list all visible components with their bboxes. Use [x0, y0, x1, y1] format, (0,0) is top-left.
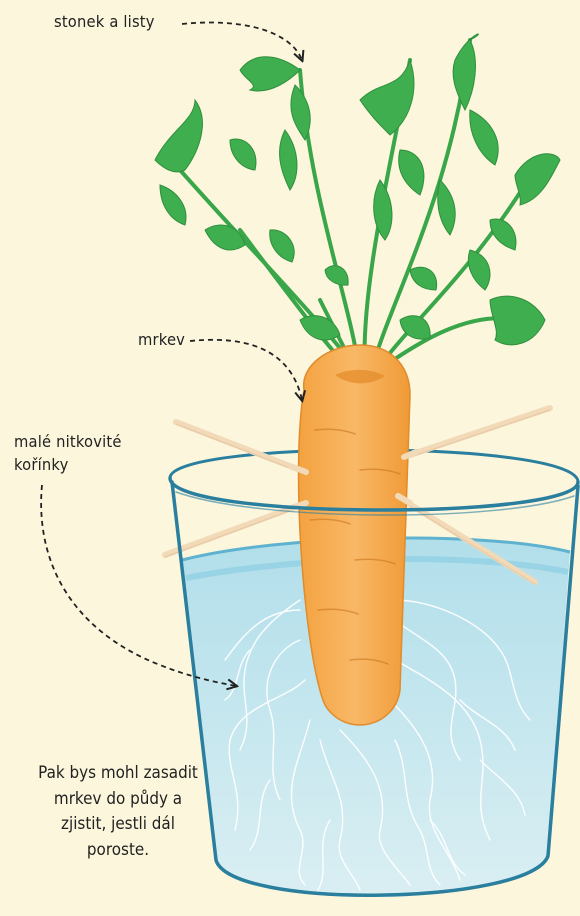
- note-line3: zjistit, jestli dál: [17, 811, 219, 837]
- carrot: [299, 345, 410, 725]
- note-line1: Pak bys mohl zasadit: [17, 760, 219, 786]
- label-roots-line1: malé nitkovité: [14, 430, 122, 453]
- arrow-to-carrot: [190, 340, 302, 400]
- label-stem-and-leaves: stonek a listy: [54, 10, 155, 33]
- label-roots: malé nitkovité kořínky: [14, 430, 122, 476]
- label-roots-line2: kořínky: [14, 453, 122, 476]
- label-carrot: mrkev: [138, 328, 185, 351]
- caption-note: Pak bys mohl zasadit mrkev do půdy a zji…: [17, 760, 219, 862]
- stems-and-leaves: [155, 34, 560, 375]
- arrow-to-leaves: [182, 23, 302, 61]
- note-line2: mrkev do půdy a: [17, 786, 219, 812]
- note-line4: poroste.: [17, 837, 219, 863]
